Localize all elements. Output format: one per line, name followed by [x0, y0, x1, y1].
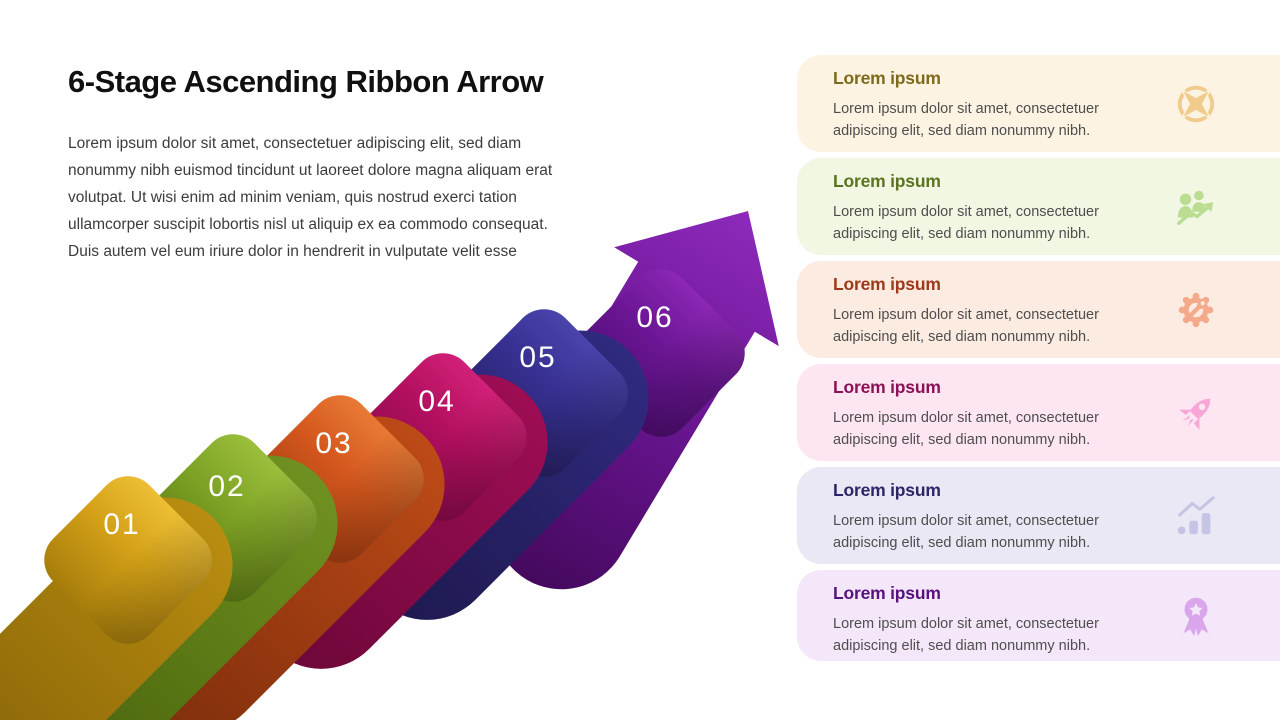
stage-1-number: 01: [103, 508, 140, 541]
card-body: Lorem ipsum dolor sit amet, consectetuer…: [833, 204, 1099, 242]
card-title: Lorem ipsum: [833, 583, 941, 603]
info-card-4: Lorem ipsum Lorem ipsum dolor sit amet, …: [797, 364, 1280, 461]
intro-line: volutpat. Ut wisi enim ad minim veniam, …: [68, 189, 517, 206]
card-body: Lorem ipsum dolor sit amet, consectetuer…: [833, 513, 1099, 551]
intro-line: Lorem ipsum dolor sit amet, consectetuer…: [68, 135, 522, 152]
card-body: Lorem ipsum dolor sit amet, consectetuer…: [833, 616, 1099, 654]
team-growth-icon: [1177, 190, 1214, 225]
card-title: Lorem ipsum: [833, 68, 941, 88]
stage-3-number: 03: [315, 427, 352, 460]
card-title: Lorem ipsum: [833, 480, 941, 500]
card-title: Lorem ipsum: [833, 171, 941, 191]
intro-line: Duis autem vel eum iriure dolor in hendr…: [68, 243, 517, 260]
stage-5-number: 05: [519, 341, 556, 374]
intro-line: nonummy nibh euismod tincidunt ut laoree…: [68, 162, 553, 179]
card-body: Lorem ipsum dolor sit amet, consectetuer…: [833, 410, 1099, 448]
card-title: Lorem ipsum: [833, 377, 941, 397]
ribbon-arrow-graphic: 01 02 03 04 05 06: [0, 211, 779, 720]
ribbon-stage-1-band: [0, 497, 233, 720]
compass-icon: [1177, 85, 1215, 122]
intro-line: ullamcorper suscipit lobortis nisl ut al…: [68, 216, 548, 233]
page-title: 6-Stage Ascending Ribbon Arrow: [68, 64, 544, 99]
info-card-3: Lorem ipsum Lorem ipsum dolor sit amet, …: [797, 261, 1280, 358]
info-card-5: Lorem ipsum Lorem ipsum dolor sit amet, …: [797, 467, 1280, 564]
rocket-icon: [1179, 398, 1211, 430]
info-card-6: Lorem ipsum Lorem ipsum dolor sit amet, …: [797, 570, 1280, 661]
award-icon: [1183, 597, 1209, 636]
card-body: Lorem ipsum dolor sit amet, consectetuer…: [833, 101, 1099, 139]
ribbon-stage-1-face: [44, 476, 212, 644]
stage-2-number: 02: [208, 470, 245, 503]
info-card-2: Lorem ipsum Lorem ipsum dolor sit amet, …: [797, 158, 1280, 255]
stage-4-number: 04: [418, 385, 455, 418]
bar-chart-icon: [1177, 495, 1215, 534]
intro-paragraph: Lorem ipsum dolor sit amet, consectetuer…: [68, 130, 648, 265]
gear-wrench-icon: [1178, 292, 1214, 327]
card-body: Lorem ipsum dolor sit amet, consectetuer…: [833, 307, 1099, 345]
info-card-1: Lorem ipsum Lorem ipsum dolor sit amet, …: [797, 55, 1280, 152]
stage-6-number: 06: [636, 301, 673, 334]
card-title: Lorem ipsum: [833, 274, 941, 294]
